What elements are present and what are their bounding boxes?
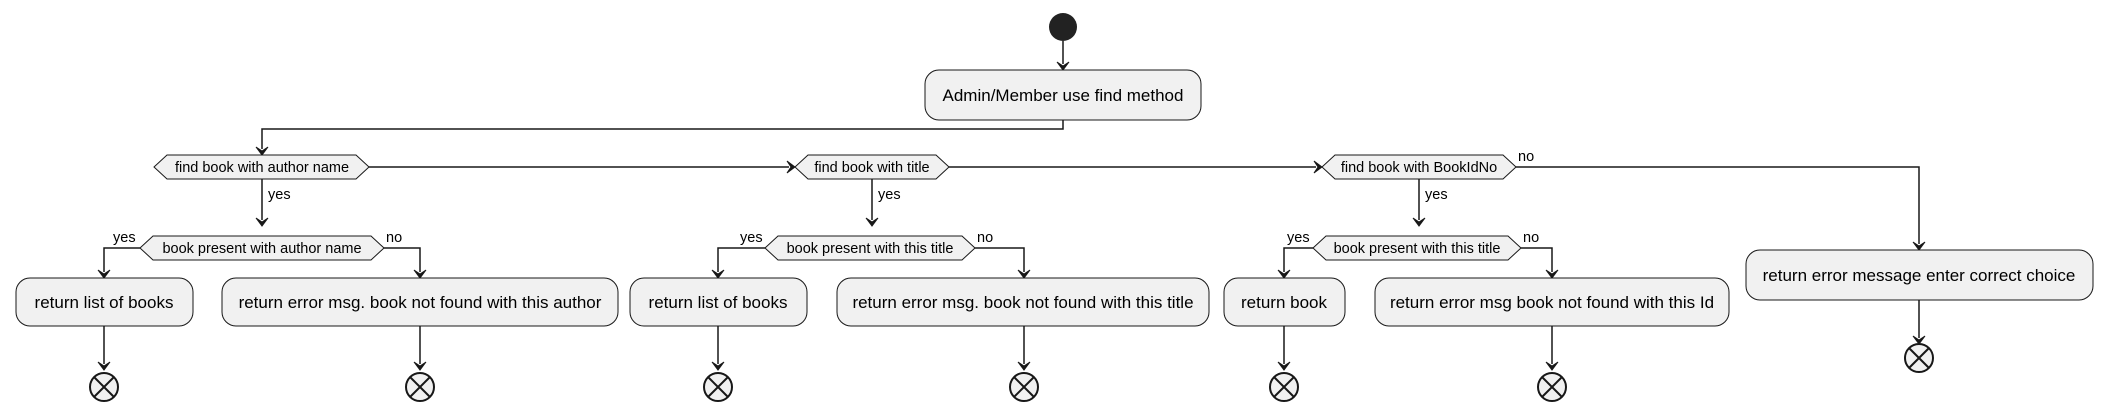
action-author-yes-label: return list of books bbox=[35, 293, 174, 312]
end-node bbox=[1904, 343, 1934, 373]
edge-title-sub-yes bbox=[717, 247, 765, 272]
id-sub-yes-label: yes bbox=[1287, 230, 1310, 246]
end-node bbox=[1009, 372, 1039, 402]
arrowhead bbox=[255, 146, 269, 156]
edge-action-to-author-decision bbox=[261, 120, 1064, 149]
id-no-label: no bbox=[1518, 149, 1534, 165]
arrowhead bbox=[97, 361, 111, 371]
sub-decision-id-label: book present with this title bbox=[1334, 241, 1501, 257]
arrowhead bbox=[1277, 361, 1291, 371]
start-node bbox=[1049, 13, 1077, 41]
sub-decision-author-label: book present with author name bbox=[162, 241, 361, 257]
arrowhead bbox=[1545, 361, 1559, 371]
edge-id-sub-no bbox=[1521, 247, 1553, 272]
arrowhead bbox=[1277, 269, 1291, 279]
arrowhead bbox=[255, 217, 269, 227]
edge-title-sub-no bbox=[975, 247, 1025, 272]
id-yes-label: yes bbox=[1425, 187, 1448, 203]
arrowhead bbox=[1912, 241, 1926, 251]
arrowhead bbox=[97, 269, 111, 279]
arrowhead bbox=[413, 361, 427, 371]
action-title-no bbox=[836, 277, 1210, 327]
title-yes-label: yes bbox=[878, 187, 901, 203]
action-title-no-label: return error msg. book not found with th… bbox=[852, 293, 1193, 312]
action-id-no-label: return error msg book not found with thi… bbox=[1390, 293, 1714, 312]
author-sub-no-label: no bbox=[386, 230, 402, 246]
title-sub-yes-label: yes bbox=[740, 230, 763, 246]
edge-author-sub-no bbox=[384, 247, 421, 272]
end-node bbox=[405, 372, 435, 402]
arrowhead bbox=[1412, 217, 1426, 227]
start-action-label: Admin/Member use find method bbox=[943, 86, 1184, 105]
decision-author-label: find book with author name bbox=[175, 160, 349, 176]
sub-decision-title-label: book present with this title bbox=[787, 241, 954, 257]
action-fallback-label: return error message enter correct choic… bbox=[1763, 266, 2076, 285]
end-node bbox=[89, 372, 119, 402]
action-id-yes-label: return book bbox=[1241, 293, 1327, 312]
decision-title-label: find book with title bbox=[814, 160, 929, 176]
end-node bbox=[1537, 372, 1567, 402]
arrowhead bbox=[1313, 160, 1323, 174]
author-yes-label: yes bbox=[268, 187, 291, 203]
edge-author-sub-yes bbox=[103, 247, 140, 272]
id-sub-no-label: no bbox=[1523, 230, 1539, 246]
arrowhead bbox=[786, 160, 796, 174]
end-node bbox=[1269, 372, 1299, 402]
author-sub-yes-label: yes bbox=[113, 230, 136, 246]
edge-id-no bbox=[1516, 166, 1920, 244]
action-author-no-label: return error msg. book not found with th… bbox=[239, 293, 602, 312]
arrowhead bbox=[865, 217, 879, 227]
arrowhead bbox=[1912, 335, 1926, 345]
end-node bbox=[703, 372, 733, 402]
decision-id-label: find book with BookIdNo bbox=[1341, 160, 1497, 176]
arrowhead bbox=[1545, 269, 1559, 279]
action-title-yes-label: return list of books bbox=[649, 293, 788, 312]
arrowhead bbox=[1017, 361, 1031, 371]
arrowhead bbox=[711, 269, 725, 279]
arrowhead bbox=[711, 361, 725, 371]
title-sub-no-label: no bbox=[977, 230, 993, 246]
arrowhead bbox=[1017, 269, 1031, 279]
arrowhead bbox=[1056, 61, 1070, 71]
arrowhead bbox=[413, 269, 427, 279]
edge-id-sub-yes bbox=[1283, 247, 1313, 272]
